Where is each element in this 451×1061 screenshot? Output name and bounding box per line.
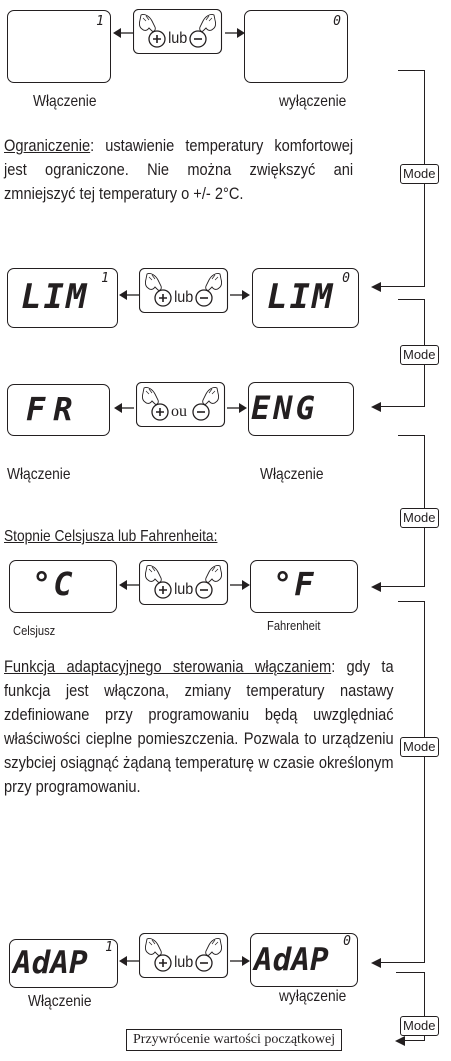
plus-minus-toggle: lub	[138, 559, 229, 606]
arrow-left-icon	[114, 403, 134, 413]
lcd-display-on: 1	[7, 10, 111, 83]
lcd-display-fahrenheit: °F	[250, 560, 358, 613]
arrow-right-icon	[225, 28, 245, 38]
flow-line	[378, 286, 425, 288]
caption-language-2: Włączenie	[260, 466, 324, 483]
caption-language-1: Włączenie	[7, 466, 71, 483]
flow-line	[398, 435, 425, 437]
lcd-text: °F	[273, 565, 316, 603]
caption-off: wyłączenie	[279, 988, 347, 1005]
flow-line	[398, 601, 425, 603]
lcd-text: LIM	[21, 277, 89, 317]
lcd-superscript: 0	[333, 14, 341, 29]
lcd-display-celsius: °C	[9, 560, 117, 613]
arrow-right-icon	[227, 403, 247, 413]
lcd-text: ENG	[251, 389, 318, 427]
caption-off: wyłączenie	[279, 93, 347, 110]
arrow-left-icon	[119, 956, 139, 966]
arrow-right-icon	[230, 580, 250, 590]
lcd-display-on: AdAP 1	[9, 939, 118, 988]
lcd-display-on: LIM 1	[7, 268, 118, 328]
plus-minus-toggle: lub	[138, 932, 229, 979]
paragraph-adaptive: Funkcja adaptacyjnego sterowania włączan…	[4, 655, 394, 799]
arrow-left-icon	[371, 282, 381, 292]
mode-button[interactable]: Mode	[400, 164, 439, 184]
lcd-text: AdAP	[254, 942, 329, 978]
plus-minus-toggle: lub	[132, 8, 223, 55]
reset-defaults-label: Przywrócenie wartości początkowej	[126, 1029, 343, 1051]
arrow-left-icon	[371, 402, 381, 412]
flow-line	[378, 406, 425, 408]
caption-on: Włączenie	[33, 93, 97, 110]
arrow-left-icon	[371, 958, 381, 968]
lcd-superscript: 1	[101, 271, 109, 286]
caption-fahrenheit: Fahrenheit	[267, 618, 321, 633]
connector-label: lub	[174, 289, 194, 306]
paragraph-heading: Ograniczenie	[4, 136, 91, 155]
mode-button[interactable]: Mode	[400, 508, 439, 528]
lcd-display-language-1: FR	[7, 384, 110, 436]
lcd-text: FR	[26, 390, 81, 428]
heading-units: Stopnie Celsjusza lub Fahrenheita:	[4, 528, 218, 545]
connector-label: lub	[168, 30, 188, 47]
mode-button[interactable]: Mode	[400, 737, 439, 757]
lcd-display-off: 0	[244, 10, 348, 83]
paragraph-limit: Ograniczenie: ustawienie temperatury kom…	[4, 134, 353, 206]
mode-button[interactable]: Mode	[400, 1016, 439, 1036]
connector-label: lub	[174, 954, 194, 971]
lcd-display-language-2: ENG	[248, 382, 354, 436]
flow-line	[378, 586, 425, 588]
flow-line	[404, 1040, 425, 1042]
lcd-text: AdAP	[13, 945, 88, 981]
lcd-text: °C	[32, 565, 75, 603]
mode-button[interactable]: Mode	[400, 345, 439, 365]
paragraph-heading: Funkcja adaptacyjnego sterowania włączan…	[4, 657, 332, 676]
lcd-superscript: 1	[105, 940, 113, 955]
lcd-display-off: LIM 0	[252, 268, 359, 328]
lcd-text: LIM	[267, 277, 335, 317]
lcd-superscript: 1	[96, 14, 104, 29]
arrow-right-icon	[230, 290, 250, 300]
paragraph-text: : gdy ta funkcja jest włączona, zmiany t…	[4, 657, 394, 796]
arrow-left-icon	[113, 28, 133, 38]
arrow-left-icon	[119, 290, 139, 300]
plus-minus-toggle: ou	[135, 381, 226, 428]
lcd-superscript: 0	[343, 934, 351, 949]
caption-celsius: Celsjusz	[13, 623, 56, 638]
caption-on: Włączenie	[28, 993, 92, 1010]
flow-line	[378, 962, 425, 964]
lcd-superscript: 0	[342, 271, 350, 286]
flow-line	[424, 972, 426, 1040]
paragraph-text: : ustawienie temperatury komfortowej jes…	[4, 136, 354, 203]
connector-label: lub	[174, 581, 194, 598]
flow-line	[396, 972, 425, 974]
flow-line	[398, 70, 425, 72]
connector-label: ou	[171, 403, 187, 420]
arrow-right-icon	[230, 956, 250, 966]
arrow-left-icon	[395, 1036, 405, 1046]
flow-line	[424, 601, 426, 962]
flow-line	[398, 299, 425, 301]
plus-minus-toggle: lub	[138, 267, 229, 314]
arrow-left-icon	[371, 582, 381, 592]
arrow-left-icon	[119, 580, 139, 590]
lcd-display-off: AdAP 0	[250, 933, 358, 987]
